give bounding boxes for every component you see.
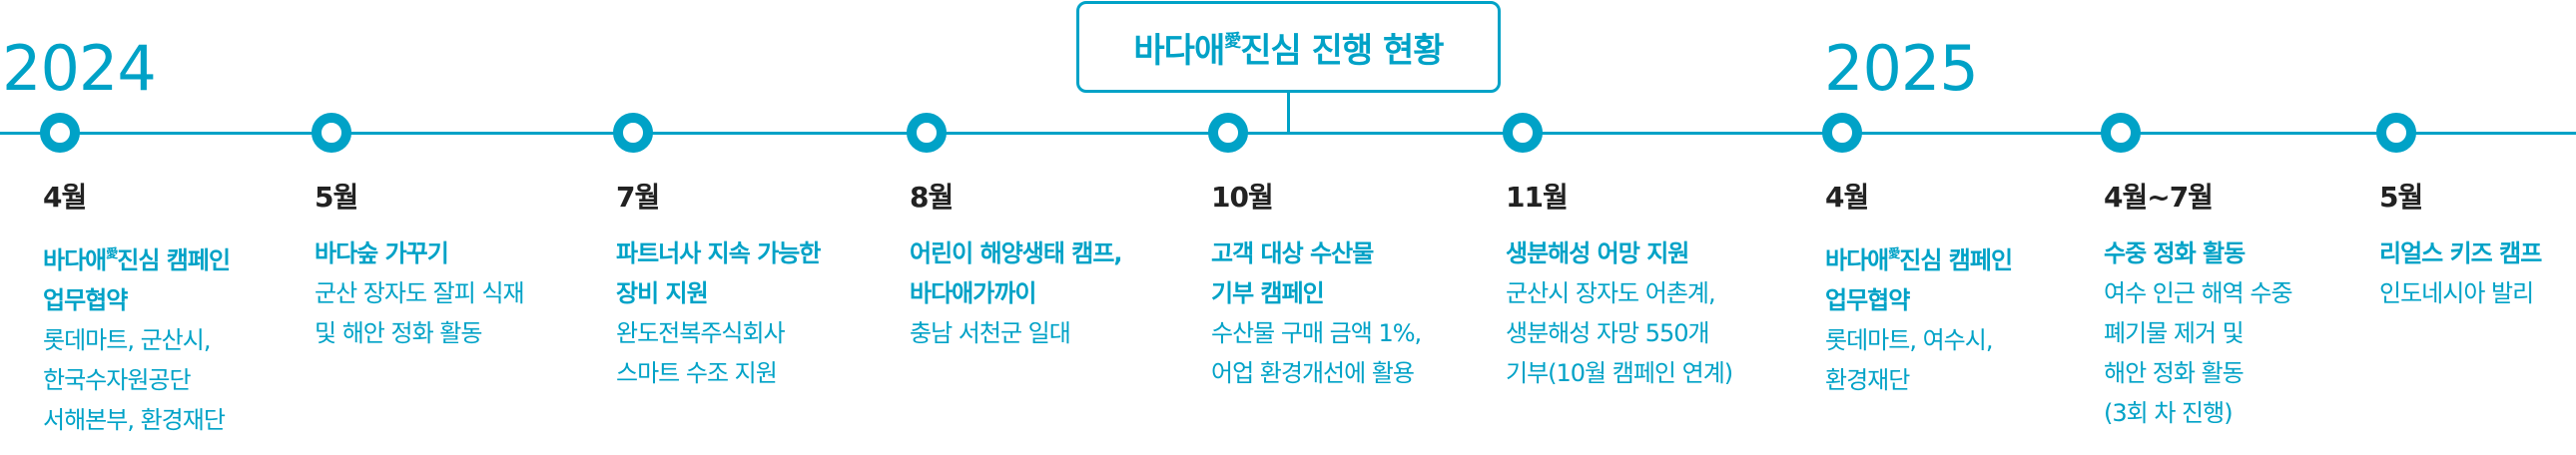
event-title: 바다숲 가꾸기 [315, 239, 449, 267]
timeline-month: 8월 [910, 181, 954, 214]
event-detail: 롯데마트, 군산시, [43, 325, 211, 354]
timeline-node [1208, 113, 1248, 153]
timeline-node [907, 113, 947, 153]
timeline-month: 10월 [1211, 181, 1274, 214]
timeline-node [613, 113, 653, 153]
event-detail: 및 해안 정화 활동 [315, 319, 482, 347]
timeline-node [1503, 113, 1543, 153]
timeline-month: 4월 [1825, 181, 1869, 214]
event-title: 바다애愛진심 캠페인 [1825, 245, 2013, 274]
event-title: 어린이 해양생태 캠프, [910, 239, 1123, 267]
timeline-month: 7월 [616, 181, 660, 214]
timeline-line [0, 132, 2576, 135]
event-detail: 여수 인근 해역 수중 [2104, 279, 2293, 307]
event-detail: 기부(10월 캠페인 연계) [1506, 359, 1733, 387]
page-title: 바다애愛진심 진행 현황 [1133, 30, 1444, 71]
event-title: 업무협약 [43, 285, 128, 314]
event-title: 리얼스 키즈 캠프 [2379, 239, 2542, 267]
event-detail: 완도전복주식회사 [616, 319, 786, 347]
event-detail: 어업 환경개선에 활용 [1211, 359, 1415, 387]
year-2024: 2024 [2, 32, 157, 105]
timeline-node [312, 113, 351, 153]
event-title: 바다애가까이 [910, 279, 1036, 307]
event-detail: 해안 정화 활동 [2104, 359, 2245, 387]
event-detail: 스마트 수조 지원 [616, 359, 778, 387]
event-detail: 환경재단 [1825, 365, 1910, 394]
event-detail: 충남 서천군 일대 [910, 319, 1071, 347]
timeline-month: 4월~7월 [2104, 181, 2214, 214]
timeline-month: 11월 [1506, 181, 1569, 214]
event-title: 바다애愛진심 캠페인 [43, 245, 231, 274]
event-detail: 폐기물 제거 및 [2104, 319, 2245, 347]
timeline-node [1822, 113, 1862, 153]
event-title: 수중 정화 활동 [2104, 239, 2246, 267]
event-title: 업무협약 [1825, 285, 1910, 314]
event-title: 장비 지원 [616, 279, 709, 307]
timeline-node [2101, 113, 2141, 153]
event-title: 기부 캠페인 [1211, 279, 1325, 307]
event-detail: 롯데마트, 여수시, [1825, 325, 1993, 354]
event-detail: 군산 장자도 잘피 식재 [315, 279, 525, 307]
event-detail: 인도네시아 발리 [2379, 279, 2534, 307]
title-box: 바다애愛진심 진행 현황 [1076, 1, 1501, 93]
event-detail: 군산시 장자도 어촌계, [1506, 279, 1716, 307]
title-connector [1287, 91, 1290, 133]
event-detail: 한국수자원공단 [43, 365, 192, 394]
timeline-month: 5월 [315, 181, 358, 214]
event-detail: 서해본부, 환경재단 [43, 405, 226, 434]
timeline-month: 5월 [2379, 181, 2423, 214]
event-title: 파트너사 지속 가능한 [616, 239, 821, 267]
timeline-node [40, 113, 80, 153]
event-detail: 수산물 구매 금액 1%, [1211, 319, 1422, 347]
timeline-month: 4월 [43, 181, 87, 214]
timeline-node [2376, 113, 2416, 153]
event-title: 생분해성 어망 지원 [1506, 239, 1689, 267]
event-detail: 생분해성 자망 550개 [1506, 319, 1710, 347]
event-title: 고객 대상 수산물 [1211, 239, 1374, 267]
event-detail: (3회 차 진행) [2104, 399, 2234, 427]
year-2025: 2025 [1824, 32, 1979, 105]
